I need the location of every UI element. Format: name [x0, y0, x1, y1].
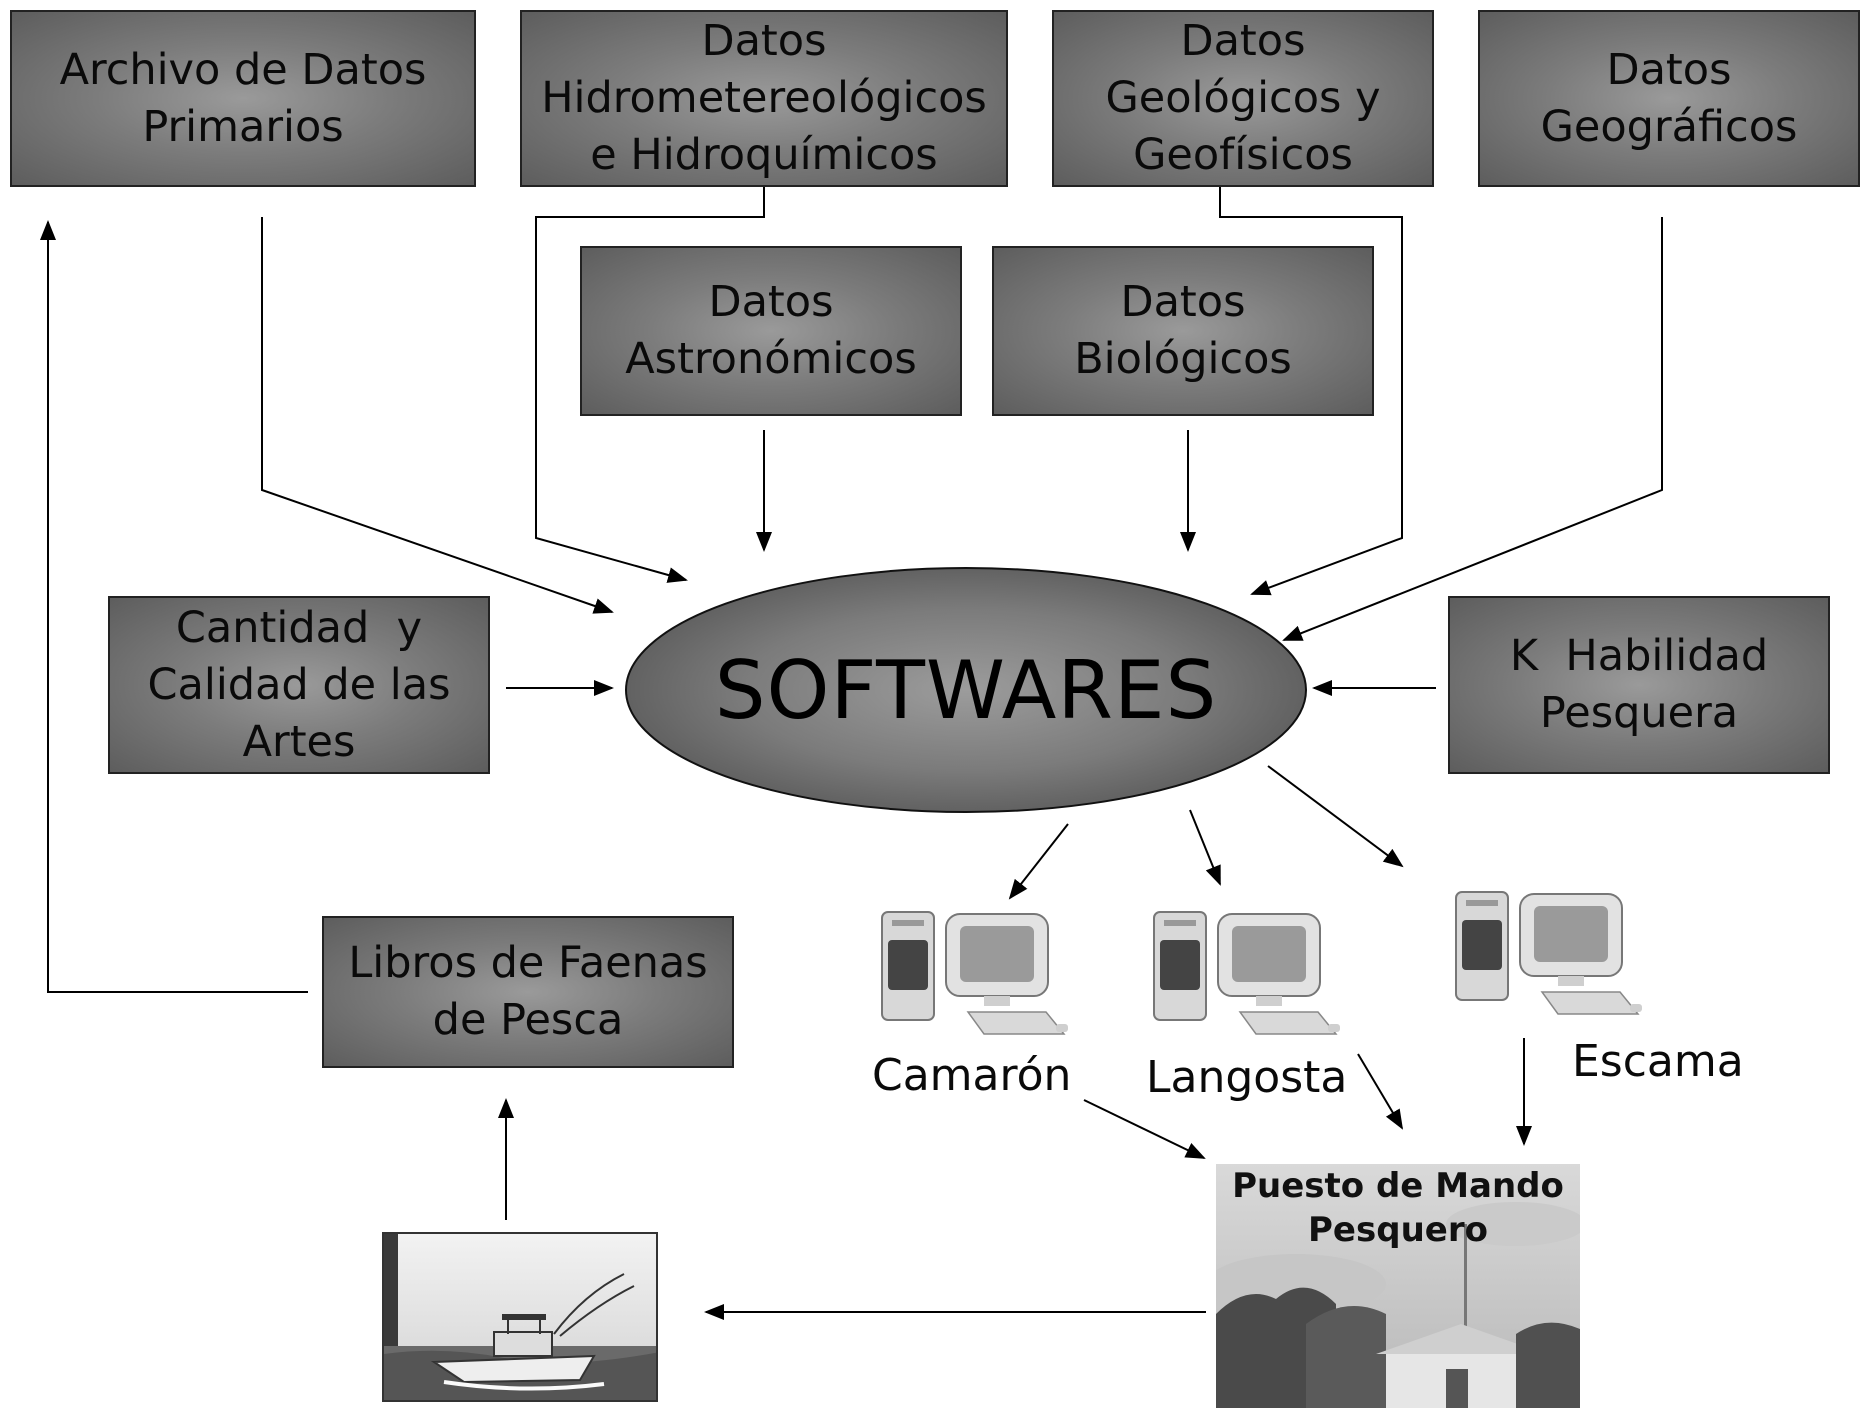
- box-line: Artes: [242, 716, 356, 767]
- box-line: e Hidroquímicos: [590, 130, 938, 180]
- box-line: K Habilidad: [1509, 631, 1769, 681]
- arrow-softwares-to-escama: [1267, 765, 1404, 868]
- box-line: Geofísicos: [1133, 130, 1353, 180]
- arrow-softwares-to-langosta: [1189, 809, 1221, 886]
- fishing-boat-photo: [382, 1232, 658, 1402]
- box-line: de Pesca: [432, 995, 624, 1045]
- softwares-ellipse: [625, 567, 1307, 813]
- box-line: Datos: [1606, 44, 1732, 95]
- arrow-libros-to-archivo: [40, 220, 308, 993]
- box-line: Astronómicos: [625, 334, 917, 384]
- puesto-title-line: Pesquero: [1308, 1210, 1488, 1250]
- arrow-langosta-to-puesto: [1357, 1053, 1404, 1130]
- camaron-label: Camarón: [872, 1050, 1072, 1101]
- box-line: Cantidad y: [175, 602, 423, 653]
- escama-label: Escama: [1572, 1036, 1744, 1087]
- desktop-computer-icon: [881, 911, 1068, 1035]
- box-line: Hidrometereológicos: [541, 73, 987, 123]
- softwares-label: SOFTWARES: [714, 643, 1218, 737]
- box-line: Primarios: [142, 101, 344, 152]
- box-line: Geológicos y: [1105, 73, 1381, 123]
- box-line: Datos: [1120, 277, 1246, 327]
- libros-faenas-box: Libros de Faenas de Pesca: [322, 916, 734, 1068]
- arrow-geograficos-to-softwares: [1282, 217, 1663, 641]
- box-line: Datos: [708, 277, 834, 327]
- arrow-archivo-to-softwares: [261, 217, 614, 614]
- puesto-title-line: Puesto de Mando: [1232, 1166, 1564, 1206]
- box-line: Libros de Faenas: [348, 938, 708, 988]
- arrow-camaron-to-puesto: [1083, 1099, 1206, 1159]
- arrow-hidro-to-softwares: [535, 187, 765, 583]
- arrow-softwares-to-camaron: [1008, 823, 1069, 900]
- box-line: Pesquera: [1539, 688, 1739, 738]
- arrow-geologicos-to-softwares: [1219, 187, 1403, 596]
- box-line: Calidad de las: [147, 659, 451, 710]
- box-line: Biológicos: [1074, 334, 1292, 384]
- desktop-computer-icon: [1455, 891, 1642, 1015]
- box-line: Archivo de Datos: [59, 44, 427, 95]
- box-line: Datos: [1180, 16, 1306, 66]
- langosta-label: Langosta: [1146, 1052, 1348, 1103]
- box-line: Geográficos: [1540, 101, 1798, 152]
- desktop-computer-icon: [1153, 911, 1340, 1035]
- box-line: Datos: [701, 16, 827, 66]
